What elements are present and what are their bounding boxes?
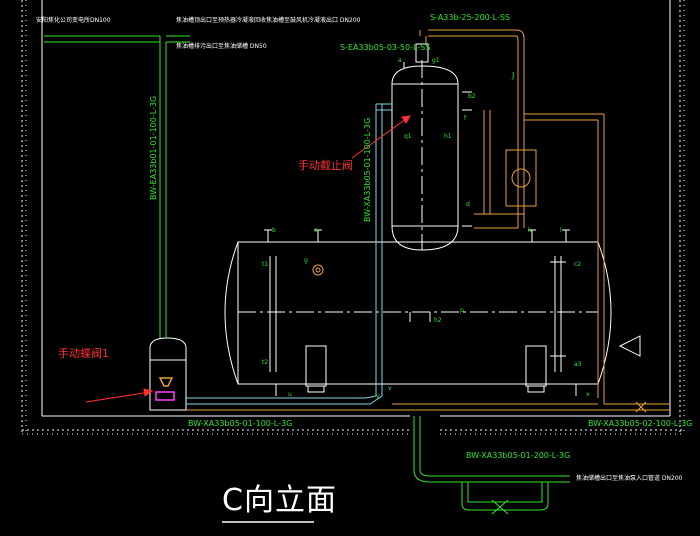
tag-l: l (560, 227, 562, 234)
tag-q1: q1 (404, 133, 412, 140)
tag-j: J (512, 71, 515, 80)
tag-f: f (464, 115, 467, 122)
tag-t1: t1 (262, 261, 269, 268)
tag-v: v (388, 385, 392, 392)
view-title: C向立面 (222, 483, 337, 518)
vertical-vessel (391, 43, 472, 251)
tag-h1: h1 (444, 133, 452, 140)
tag-d: d (466, 201, 470, 208)
tag-h2: h2 (434, 317, 442, 324)
pipe-label-bottom-left: BW-XA33b05-01-100-L-3G (188, 419, 293, 428)
annotation-stop-valve: 手动截止阀 (298, 159, 353, 172)
pipe-label-bottom-right2: 焦油储槽出口至焦油泵入口管道 DN200 (576, 475, 683, 482)
orange-pipes (186, 29, 670, 413)
annotation-arrows (85, 115, 411, 403)
tag-t2: t2 (262, 359, 269, 366)
pipe-label-top-mid: 焦油槽顶出口至预热器冷凝液回收焦油槽至鼓风机冷凝液出口 DN200 (176, 17, 361, 24)
pipe-label-top-left: 安阳焦化公司变电所DN100 (36, 17, 111, 24)
tag-x: x (586, 391, 590, 398)
tag-c2: c2 (574, 261, 582, 268)
tank-gauge-rings (312, 264, 324, 276)
tag-y: y (376, 393, 380, 400)
pipe-label-bottom-mid: BW-XA33b05-01-200-L-3G (466, 451, 571, 460)
left-filter-vessel (149, 337, 187, 411)
horizontal-storage-tank (224, 229, 641, 396)
tag-c: c (314, 227, 318, 234)
tag-g: g (304, 257, 308, 264)
building-outline (21, 0, 685, 435)
green-pipes (44, 35, 570, 515)
pipe-label-left-vertical: BW-EA33b01-01-100-L-3G (149, 95, 158, 200)
tag-k: k (528, 227, 532, 234)
tag-g1: g1 (432, 57, 440, 64)
annotation-butterfly-valve: 手动蝶阀1 (58, 347, 109, 360)
tag-b: b (272, 227, 276, 234)
tag-a3: a3 (574, 361, 582, 368)
cyan-pipes (186, 103, 392, 405)
view-title-underline (222, 521, 314, 523)
pipe-label-mid-vertical: BW-XA33b05-01-100-L-3G (363, 117, 372, 222)
tag-p: p (460, 307, 464, 314)
tag-b2: b2 (468, 93, 476, 100)
tag-u: u (288, 391, 292, 398)
pipe-label-ss-line: S-EA33b05-03-50-L-SS (340, 43, 431, 52)
pipe-label-top-mid2: 焦油槽排污出口至焦油储槽 DN50 (176, 43, 267, 50)
pipe-label-top-right: S-A33b-25-200-L-SS (430, 13, 510, 22)
tag-a: a (398, 57, 402, 64)
butterfly-valve (155, 377, 175, 401)
pipe-label-bottom-right: BW-XA33b05-02-100-L-3G (588, 419, 693, 428)
